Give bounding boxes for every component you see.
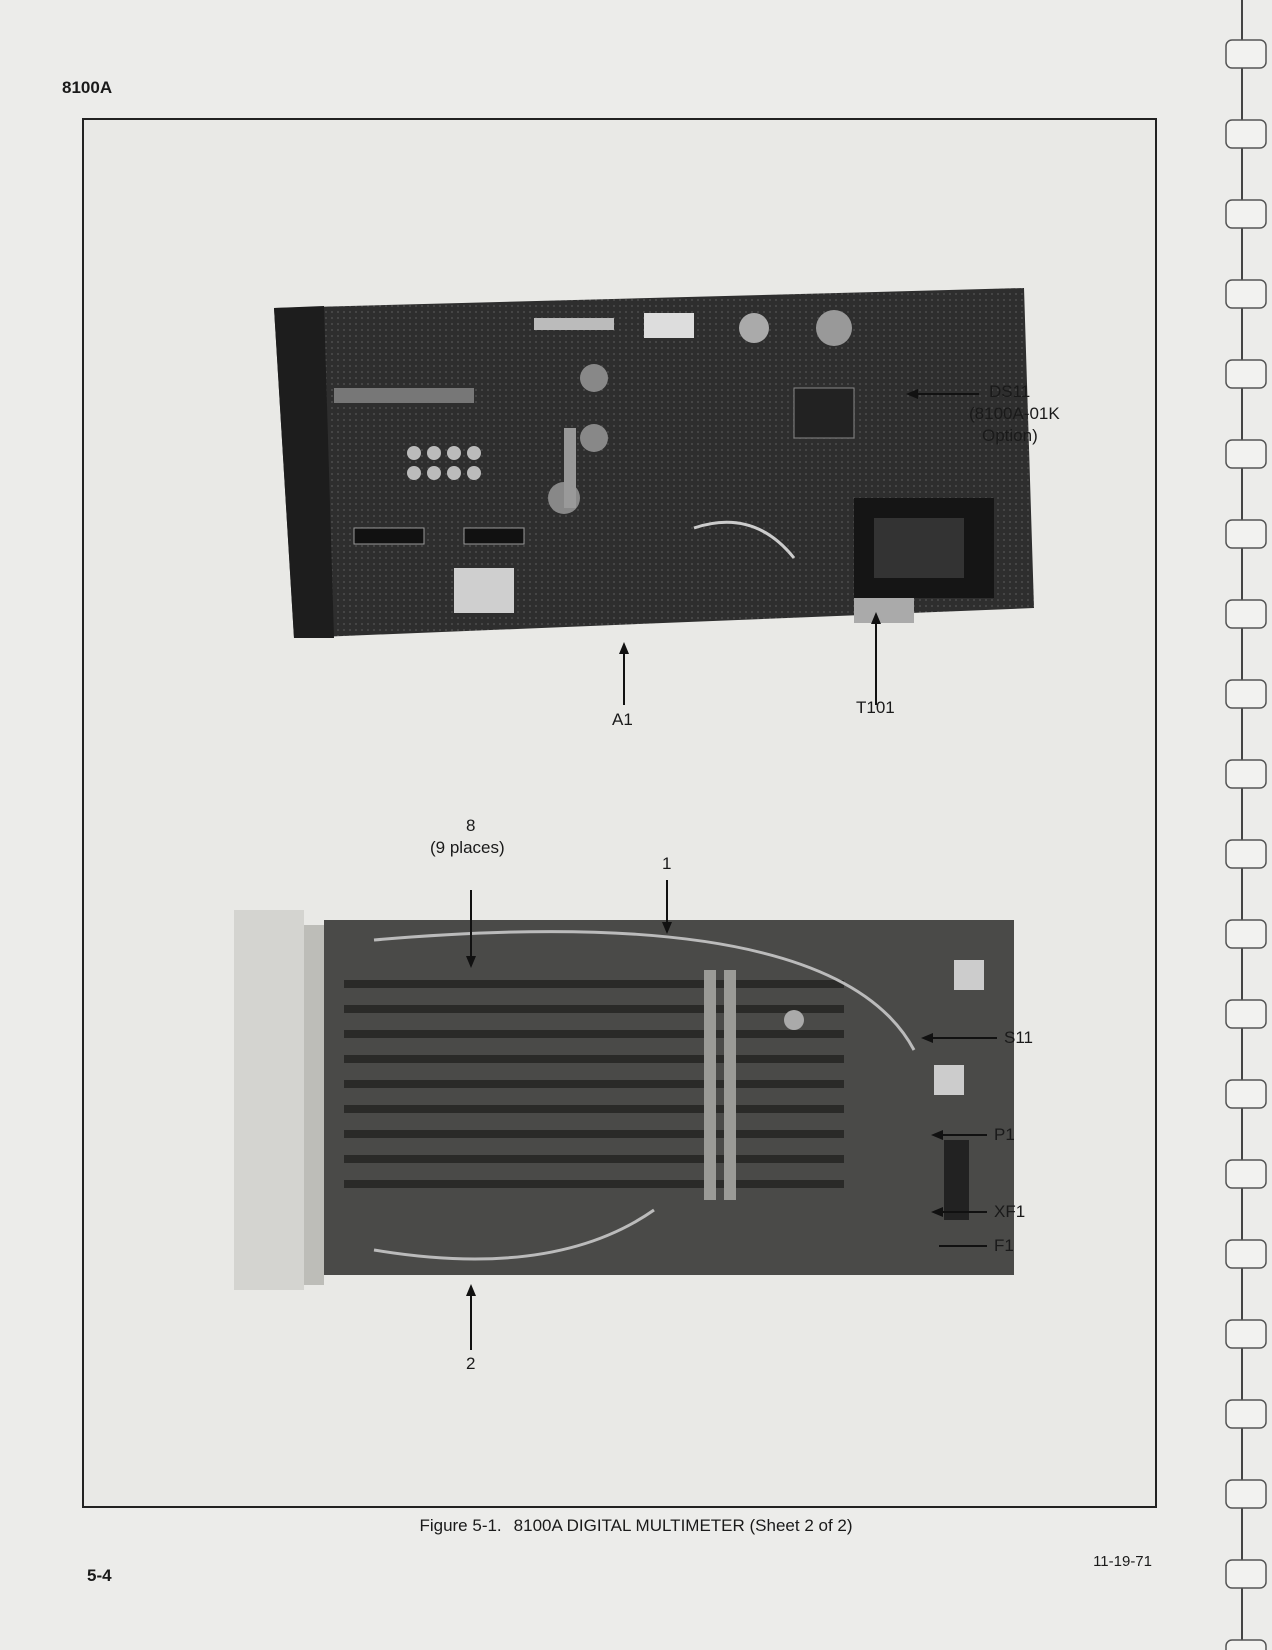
arrow-item1 [662,880,672,934]
arrow-ds11 [906,389,979,399]
callout-ds11-note-line2: Option) [982,426,1038,445]
page-header-model: 8100A [62,78,113,97]
callout-f1: F1 [994,1236,1014,1255]
binder-ring [1225,919,1267,949]
binder-ring [1225,999,1267,1029]
figure-caption-title: 8100A DIGITAL MULTIMETER (Sheet 2 of 2) [513,1516,853,1535]
binder-ring [1225,679,1267,709]
bottom-chassis-image [234,910,1014,1290]
callout-item1: 1 [662,854,672,873]
binder-ring [1225,1399,1267,1429]
top-board-photo [234,268,1054,648]
callout-xf1: XF1 [994,1202,1026,1221]
callout-ds11: DS11 [989,382,1031,401]
binder-ring [1225,199,1267,229]
top-board-image [274,288,1034,638]
callout-t101: T101 [856,698,895,717]
binder-ring [1225,1639,1267,1650]
binder-ring [1225,1559,1267,1589]
callout-item8: 8 [466,816,476,835]
callout-a1: A1 [612,710,633,729]
arrow-item2 [466,1284,476,1350]
binder-ring [1225,1239,1267,1269]
callout-item2: 2 [466,1354,476,1373]
binder-ring [1225,1319,1267,1349]
callout-ds11-note-line1: (8100A-01K [969,404,1060,423]
callout-p1: P1 [994,1125,1015,1144]
callout-arrows [466,389,997,1350]
arrow-a1 [619,642,629,705]
arrow-t101 [871,612,881,705]
figure-caption: Figure 5-1. 8100A DIGITAL MULTIMETER (She… [0,1516,1272,1536]
arrow-s11 [921,1033,997,1043]
figure-frame: DS11 (8100A-01K Option) A1 T101 8 (9 pla… [82,118,1157,1508]
arrow-p1 [931,1130,987,1140]
footer-date: 11-19-71 [1093,1553,1152,1570]
binder-ring [1225,519,1267,549]
arrow-item8 [466,890,476,968]
binder-ring [1225,1079,1267,1109]
callout-item8-note: (9 places) [430,838,505,857]
binder-ring [1225,599,1267,629]
page-number: 5-4 [87,1566,112,1585]
binder-ring [1225,839,1267,869]
binder-ring [1225,1479,1267,1509]
bottom-chassis-photo [234,910,1054,1290]
callout-s11: S11 [1004,1028,1033,1047]
spiral-binding [1225,0,1267,1650]
figure-caption-number: Figure 5-1. [419,1516,502,1535]
binder-ring [1225,439,1267,469]
binder-ring [1225,359,1267,389]
binder-ring [1225,759,1267,789]
binder-ring [1225,39,1267,69]
binder-ring [1225,1159,1267,1189]
binder-ring [1225,279,1267,309]
binder-ring [1225,119,1267,149]
arrow-xf1 [931,1207,987,1217]
